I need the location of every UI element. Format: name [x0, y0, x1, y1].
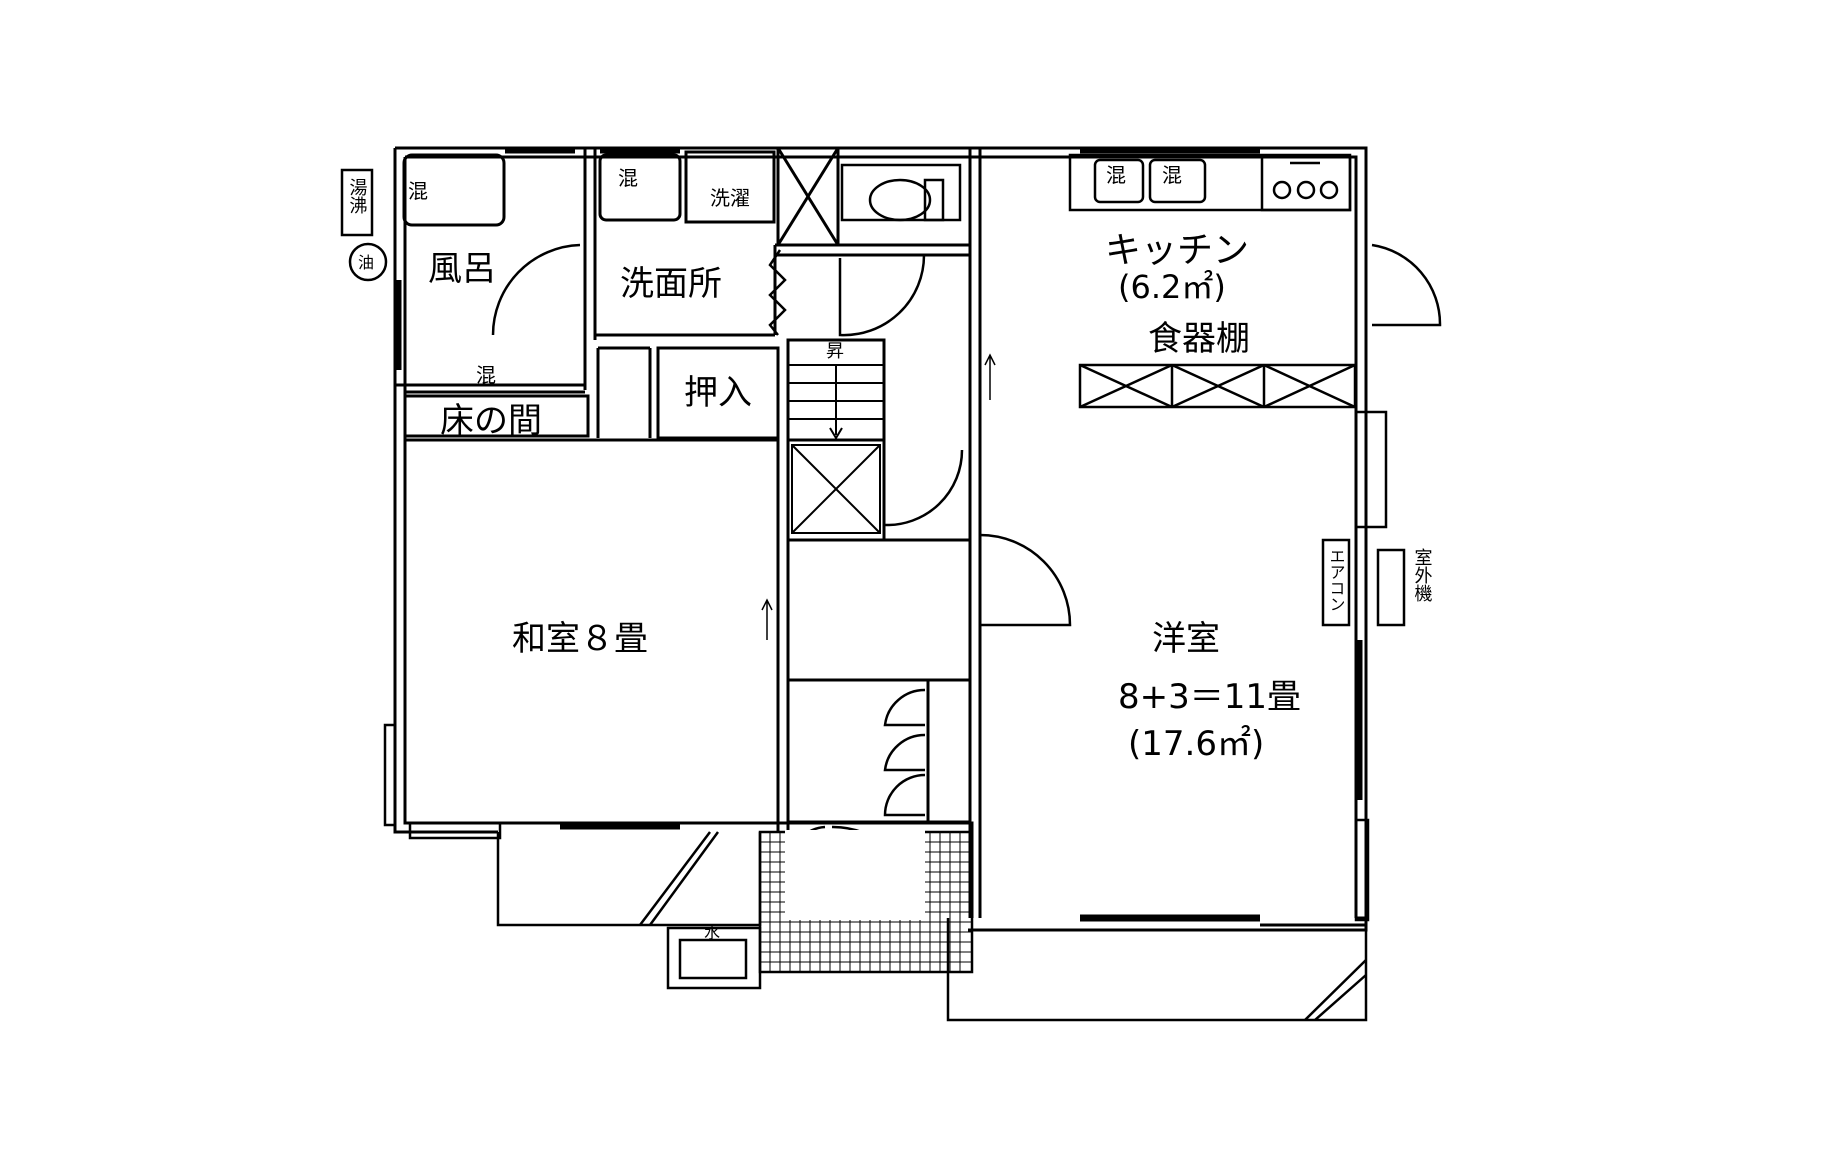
- aircon-label: エアコン: [1327, 548, 1346, 612]
- stairs: [788, 364, 884, 534]
- label-western-size: 8+3＝11畳: [1118, 677, 1301, 717]
- mixer-bathfloor-label: 混: [476, 363, 496, 387]
- label-alcove: 床の間: [440, 401, 542, 441]
- label-western-area: (17.6㎡): [1128, 724, 1264, 764]
- toilet: [840, 163, 962, 222]
- kitchen-counter: [1068, 153, 1352, 212]
- cupboard-shelf: [1078, 363, 1357, 409]
- label-kitchen: キッチン: [1105, 230, 1249, 271]
- mixer-kitchen-1-label: 混: [1106, 163, 1126, 187]
- entrance-landing: [785, 830, 925, 920]
- mixer-bath-label: 混: [408, 179, 428, 203]
- label-japanese-room: 和室８畳: [512, 619, 648, 659]
- label-washroom: 洗面所: [620, 264, 722, 304]
- faucet-label: 水: [704, 923, 720, 942]
- stairs-up-label: 昇: [826, 341, 844, 362]
- water-heater-label: 湯沸: [347, 178, 368, 214]
- label-cupboard: 食器棚: [1148, 319, 1250, 359]
- doors: [491, 243, 1442, 913]
- arrow-marks: [761, 353, 996, 640]
- interior-walls: [395, 146, 982, 918]
- label-kitchen-area: (6.2㎡): [1118, 268, 1226, 306]
- outdoor-unit-label: 室外機: [1412, 548, 1433, 603]
- mixer-laundry-label: 混: [618, 166, 638, 190]
- windows: [394, 146, 1363, 830]
- exterior: [340, 168, 1406, 1022]
- oil-tank-label: 油: [358, 253, 374, 272]
- mixer-kitchen-2-label: 混: [1162, 163, 1182, 187]
- label-bath: 風呂: [428, 249, 496, 289]
- label-closet: 押入: [684, 373, 752, 413]
- washer-label: 洗濯: [710, 186, 750, 210]
- label-western-room: 洋室: [1152, 619, 1220, 659]
